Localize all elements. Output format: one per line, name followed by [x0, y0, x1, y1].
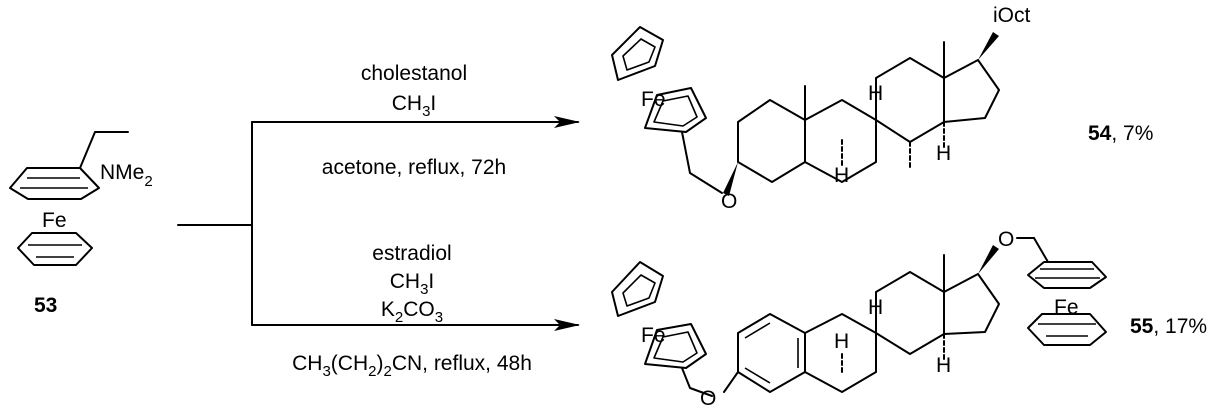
h-label-c9: H — [834, 164, 849, 187]
reagent-potassium-carbonate: K2CO3 — [381, 298, 443, 326]
h-label-c14: H — [936, 142, 951, 165]
product-55: Fe O O Fe — [611, 228, 1207, 408]
solvent-butyronitrile: CH3(CH2)2CN, reflux, 48h — [292, 352, 532, 380]
top-reaction-conditions: cholestanol CH3I acetone, reflux, 72h — [322, 62, 506, 179]
ch2-bond — [79, 131, 129, 169]
estradiol-skeleton — [723, 245, 1000, 393]
reagent-methyl-iodide: CH3I — [392, 92, 437, 120]
reaction-arrows — [177, 116, 580, 331]
ether-oxygen-c17: O — [998, 228, 1014, 251]
cp-ring-bottom — [17, 232, 93, 266]
ferrocene-top: Fe — [611, 26, 723, 194]
yield-label-54: 54, 7% — [1088, 122, 1153, 145]
h-label-c9: H — [834, 330, 849, 353]
cp-ring-top — [9, 167, 100, 200]
yield-label-55: 55, 17% — [1130, 315, 1207, 338]
cholestane-skeleton — [723, 32, 1000, 196]
compound-label-53: 53 — [34, 294, 57, 317]
ferrocene-left: Fe — [611, 261, 713, 397]
reagent-cholestanol: cholestanol — [361, 62, 467, 85]
side-chain-label: iOct — [993, 4, 1031, 27]
product-54: Fe O iOct H H H 54, 7% — [611, 4, 1153, 213]
ether-oxygen-phenol: O — [700, 387, 716, 408]
h-label-c8: H — [868, 296, 883, 319]
reagent-methyl-iodide: CH3I — [390, 270, 435, 298]
solvent-acetone: acetone, reflux, 72h — [322, 156, 506, 179]
h-label-c8: H — [868, 82, 883, 105]
nme2-label: NMe2 — [100, 161, 153, 190]
bottom-reaction-conditions: estradiol CH3I K2CO3 CH3(CH2)2CN, reflux… — [292, 242, 532, 380]
h-label-c14: H — [936, 354, 951, 377]
iron-label: Fe — [1054, 296, 1079, 319]
ferrocene-right: Fe — [1027, 261, 1107, 346]
iron-label: Fe — [42, 209, 67, 232]
reagent-estradiol: estradiol — [372, 242, 451, 265]
ether-oxygen: O — [721, 190, 737, 213]
reactant-53: NMe2 Fe 53 — [9, 131, 153, 317]
